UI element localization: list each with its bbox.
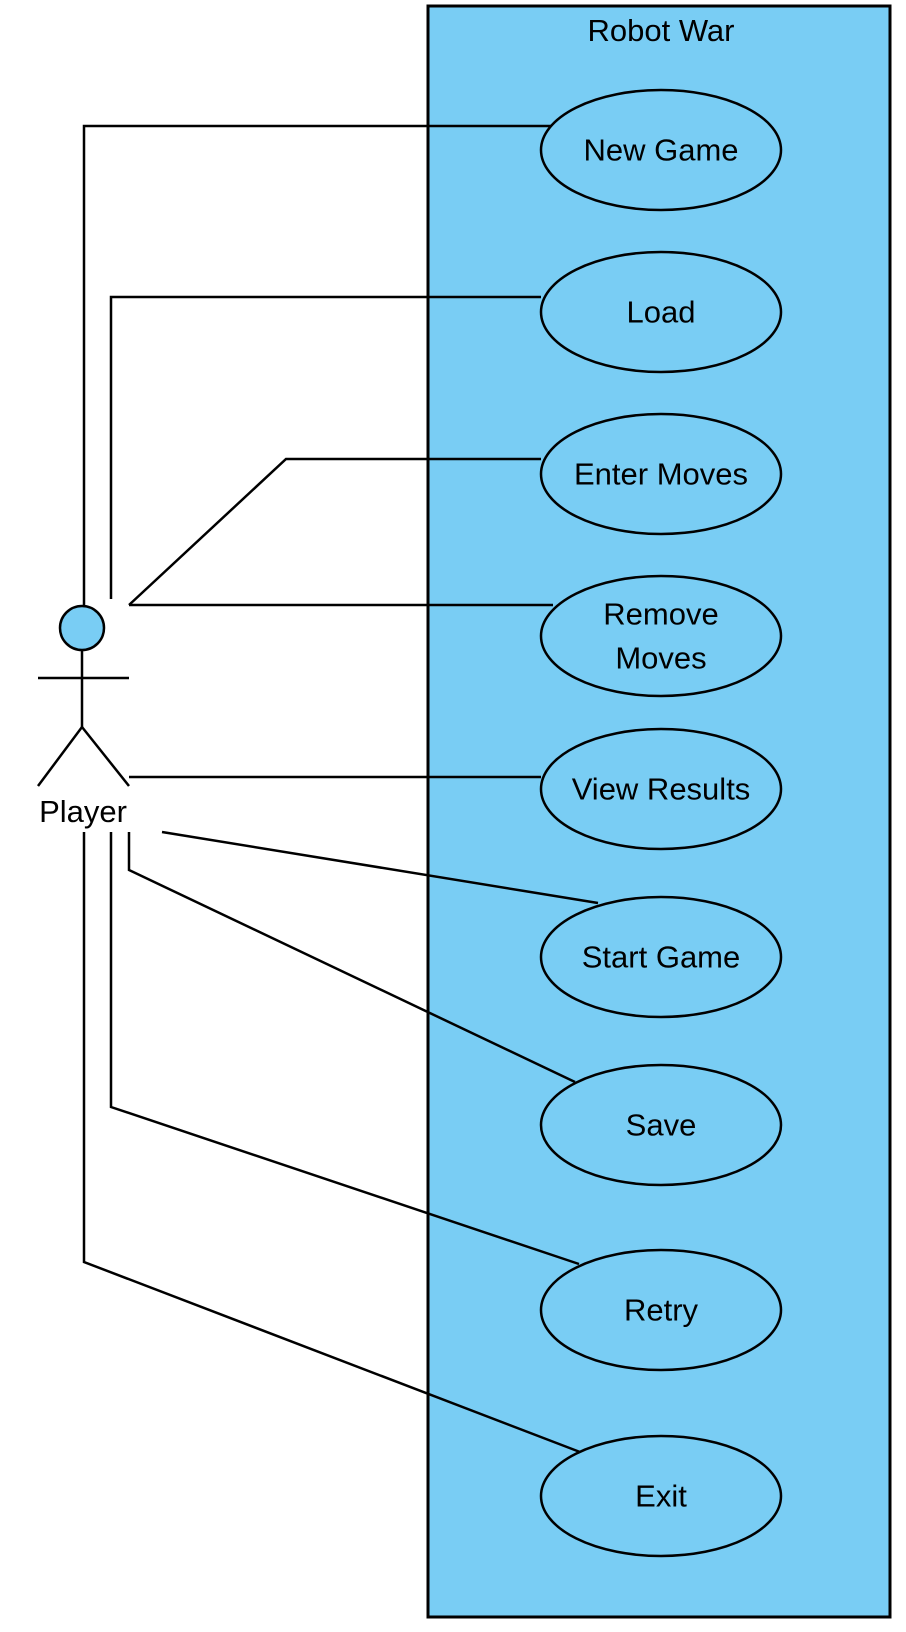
use-case-ellipse [539,1063,783,1187]
assoc-load [109,295,541,599]
assoc-retry [109,832,580,1266]
use-case-save: Save [539,1063,783,1187]
use-case-label: Enter Moves [574,457,748,492]
use-case-load: Load [539,250,783,374]
use-case-ellipse [539,88,783,212]
use-case-view-results: View Results [539,727,783,851]
use-case-ellipse [539,727,783,851]
system-title: Robot War [587,13,734,48]
assoc-new-game [82,124,553,605]
use-case-exit: Exit [539,1434,783,1558]
use-case-ellipse [539,1434,783,1558]
use-case-label: Remove [603,597,718,632]
actor-head [58,604,106,652]
use-case-label: Moves [615,641,706,676]
use-case-ellipse [539,250,783,374]
actor-label: Player [39,794,127,829]
use-case-enter-moves: Enter Moves [539,412,783,536]
assoc-save [127,832,576,1084]
actor-legs [36,724,130,787]
use-case-label: Save [626,1108,697,1143]
use-case-ellipse [539,895,783,1019]
use-case-label: Start Game [582,940,741,975]
use-case-label: Exit [635,1479,687,1514]
use-case-label: New Game [583,133,738,168]
use-case-new-game: New Game [539,88,783,212]
use-case-label: Retry [624,1293,699,1328]
associations [82,124,599,1454]
use-case-start-game: Start Game [539,895,783,1019]
use-case-label: Load [627,295,696,330]
use-case-ellipse [539,412,783,536]
actor-player: Player [36,604,130,829]
assoc-start-game [161,830,599,905]
assoc-exit [82,832,581,1454]
use-case-retry: Retry [539,1248,783,1372]
use-case-ellipse [539,1248,783,1372]
use-case-ellipse [539,574,783,698]
assoc-enter-moves [128,457,541,606]
use-case-label: View Results [572,772,751,807]
